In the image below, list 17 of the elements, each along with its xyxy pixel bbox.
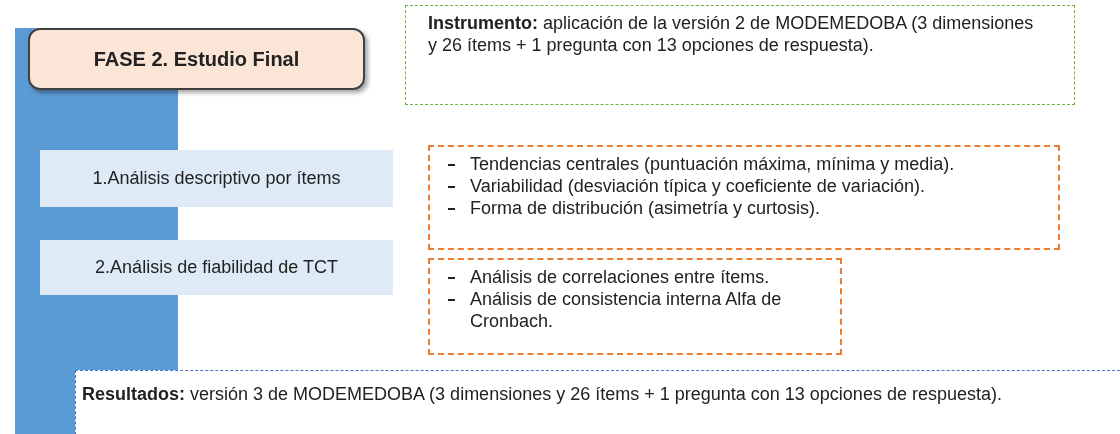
detail-box <box>428 258 842 355</box>
instrument-box <box>405 5 1075 105</box>
results-box <box>75 370 1120 434</box>
box-text: 2.Análisis de fiabilidad de TCT <box>95 257 338 278</box>
bullet-text: Variabilidad (desviación típica y coeficiente de variación). <box>470 176 925 196</box>
analysis-box <box>40 150 393 207</box>
bullet-text: Forma de distribución (asimetría y curtosis). <box>470 198 821 218</box>
bullet-text: Análisis de consistencia interna Alfa de Cronbach. <box>470 289 782 331</box>
box-text: Instrumento: aplicación de la versión 2 de MODEMEDOBA (3 dimensiones y 26 ítems + 1 pregunta con 13 opciones de respuesta). <box>428 13 1034 55</box>
phase-box <box>28 28 365 90</box>
detail-box <box>428 145 1060 250</box>
phase-title: FASE 2. Estudio Final <box>93 47 300 71</box>
analysis-box <box>40 240 393 295</box>
bullet-text: Tendencias centrales (puntuación máxima, mínima y media). <box>470 154 955 174</box>
bullet-text: Análisis de correlaciones entre ítems. <box>470 267 770 287</box>
box-text: Resultados: versión 3 de MODEMEDOBA (3 dimensiones y 26 ítems + 1 pregunta con 13 opciones de respuesta). <box>82 384 1002 404</box>
box-text: 1.Análisis descriptivo por ítems <box>92 168 341 189</box>
